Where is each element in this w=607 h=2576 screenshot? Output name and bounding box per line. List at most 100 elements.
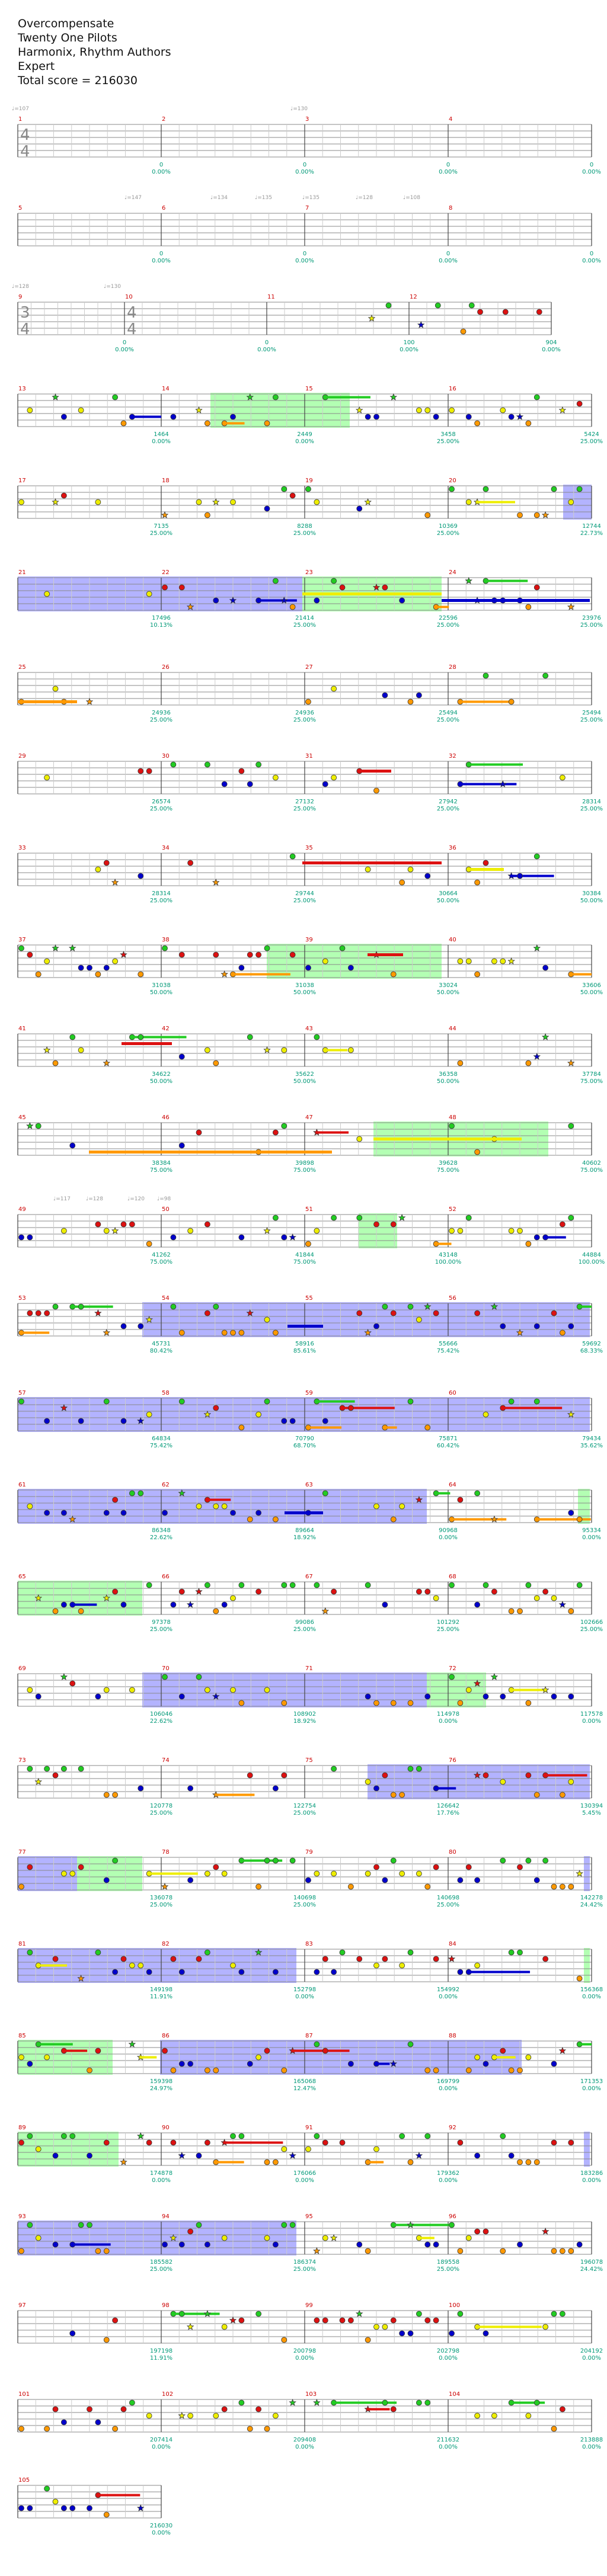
measure-percent: 25.00% — [437, 438, 459, 445]
note — [508, 2152, 515, 2159]
note — [272, 2412, 279, 2419]
note — [508, 1398, 515, 1405]
note — [255, 1588, 262, 1595]
measure-number: 100 — [449, 2302, 460, 2309]
note — [281, 1582, 287, 1588]
measure-score: 41262 — [152, 1252, 171, 1258]
measure-number: 29 — [18, 753, 26, 760]
bpm-marker: ♩=107 — [12, 106, 29, 112]
measure-number: 105 — [18, 2477, 30, 2484]
note — [103, 2337, 110, 2343]
measure-number: 58 — [162, 1390, 170, 1396]
measure-score: 39628 — [439, 1160, 458, 1167]
star-note — [203, 2309, 212, 2317]
star-note — [473, 1679, 481, 1687]
note — [238, 1582, 245, 1588]
note — [129, 1962, 135, 1969]
star-note — [34, 1777, 43, 1785]
note — [390, 1221, 397, 1228]
measure-percent: 25.00% — [150, 2266, 172, 2273]
measure-score: 79434 — [582, 1436, 601, 1442]
measure-number: 54 — [162, 1295, 170, 1302]
measure-number: 27 — [305, 664, 313, 671]
staff-row — [17, 1489, 592, 1524]
star-note — [355, 406, 363, 414]
note — [502, 309, 509, 315]
note — [525, 1700, 532, 1706]
note — [517, 1608, 523, 1614]
note — [247, 951, 253, 958]
note — [433, 2067, 439, 2074]
sustain — [436, 1242, 452, 1245]
measure-score: 99086 — [295, 1619, 314, 1626]
note — [221, 1329, 228, 1336]
note — [382, 1877, 388, 1883]
note — [416, 1766, 422, 1772]
star-note — [372, 583, 381, 591]
note — [60, 1510, 67, 1516]
note — [103, 2511, 110, 2518]
star-note — [398, 1213, 406, 1221]
note — [230, 1595, 236, 1601]
measure-score: 0 — [446, 251, 450, 257]
measure-score: 25494 — [582, 710, 601, 716]
note — [525, 604, 532, 610]
note — [95, 971, 101, 978]
measure-number: 5 — [18, 205, 22, 212]
note — [18, 2139, 24, 2146]
note — [474, 420, 481, 427]
measure-score: 27132 — [295, 799, 314, 805]
note — [407, 2330, 414, 2337]
note — [60, 2505, 67, 2511]
note — [533, 1877, 540, 1883]
measure-score: 0 — [159, 162, 163, 168]
note — [178, 1969, 185, 1975]
star-note — [558, 2046, 567, 2054]
note — [508, 699, 515, 705]
measure-percent: 0.00% — [439, 2444, 458, 2450]
note — [460, 328, 467, 335]
note — [264, 1316, 270, 1323]
measure-number: 7 — [305, 205, 309, 212]
time-signature-top: 3 — [20, 304, 30, 322]
note — [533, 394, 540, 401]
staff-row — [17, 2309, 592, 2344]
measure-percent: 25.00% — [437, 1626, 459, 1633]
sustain — [393, 2223, 453, 2226]
measure-percent: 22.62% — [150, 1534, 172, 1541]
note — [542, 965, 549, 971]
measure-number: 83 — [305, 1941, 313, 1947]
note — [146, 2139, 152, 2146]
note — [146, 768, 152, 774]
note — [230, 1962, 236, 1969]
measure-score: 36358 — [439, 1071, 458, 1078]
note — [457, 2139, 464, 2146]
note — [551, 2248, 557, 2254]
bpm-marker: ♩=147 — [124, 195, 142, 201]
note — [95, 866, 101, 873]
measure-score: 35622 — [295, 1071, 314, 1078]
star-note — [229, 596, 237, 604]
note — [559, 1883, 566, 1890]
note — [533, 1234, 540, 1241]
note — [95, 1949, 101, 1956]
note — [390, 1700, 397, 1706]
sustain — [477, 501, 515, 504]
measure-number: 28 — [449, 664, 456, 671]
note — [347, 1047, 354, 1053]
star-note — [389, 393, 398, 401]
note — [27, 2505, 33, 2511]
measure-number: 59 — [305, 1390, 313, 1396]
measure-score: 7135 — [154, 523, 168, 530]
note — [424, 2241, 431, 2248]
note — [322, 2235, 328, 2241]
measure-number: 62 — [162, 1482, 170, 1488]
measure-number: 16 — [449, 386, 456, 392]
measure-number: 31 — [305, 753, 313, 760]
note — [331, 578, 337, 584]
note — [424, 2133, 431, 2139]
note — [568, 1123, 574, 1129]
note — [213, 2067, 219, 2074]
note — [255, 1883, 262, 1890]
sustain — [207, 1498, 231, 1501]
